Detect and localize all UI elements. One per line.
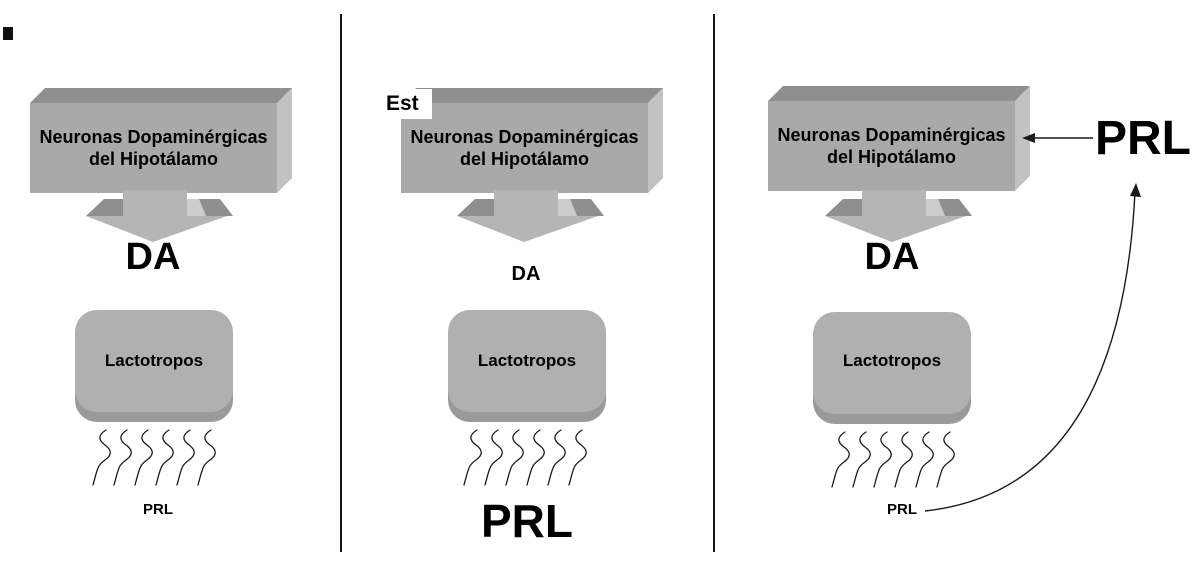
panel-feedback-graphics (768, 86, 1141, 512)
lactotroph-label: Lactotropos (104, 351, 204, 370)
estrogen-label: Est (386, 92, 419, 115)
prl-label: PRL (143, 501, 173, 518)
down-arrow-3d (825, 190, 972, 242)
estrogen-tag-background (382, 89, 432, 119)
prl-feedback-curve-arrow (924, 183, 1141, 512)
da-label: DA (864, 236, 920, 278)
lactotroph-label: Lactotropos (477, 351, 577, 370)
neurons-box-label: Neuronas Dopaminérgicas del Hipotálamo (777, 124, 1006, 168)
prl-label: PRL (481, 495, 573, 547)
down-arrow-3d (457, 190, 604, 242)
da-label: DA (511, 263, 541, 285)
da-label: DA (125, 236, 181, 278)
panel-estrogen: Est Neuronas Dopaminérgicas del Hipotála… (343, 0, 713, 564)
corner-mark (3, 27, 13, 40)
neurons-box-label: Neuronas Dopaminérgicas del Hipotálamo (410, 126, 639, 170)
prl-inhibit-arrow (1022, 133, 1093, 143)
panel-divider-2 (713, 14, 715, 552)
neurons-box-label: Neuronas Dopaminérgicas del Hipotálamo (39, 126, 268, 170)
secretion-squiggles (464, 430, 586, 485)
secretion-squiggles (93, 430, 215, 485)
down-arrow-3d (86, 190, 233, 242)
prl-feedback-label: PRL (1095, 112, 1191, 165)
panel-basal: Neuronas Dopaminérgicas del Hipotálamo D… (0, 0, 341, 564)
panel-feedback: Neuronas Dopaminérgicas del Hipotálamo D… (715, 0, 1201, 564)
panel-basal-graphics (30, 88, 292, 564)
lactotroph-label: Lactotropos (842, 351, 942, 370)
prl-label: PRL (887, 501, 917, 518)
secretion-squiggles (832, 432, 954, 487)
panel-divider-1 (340, 14, 342, 552)
